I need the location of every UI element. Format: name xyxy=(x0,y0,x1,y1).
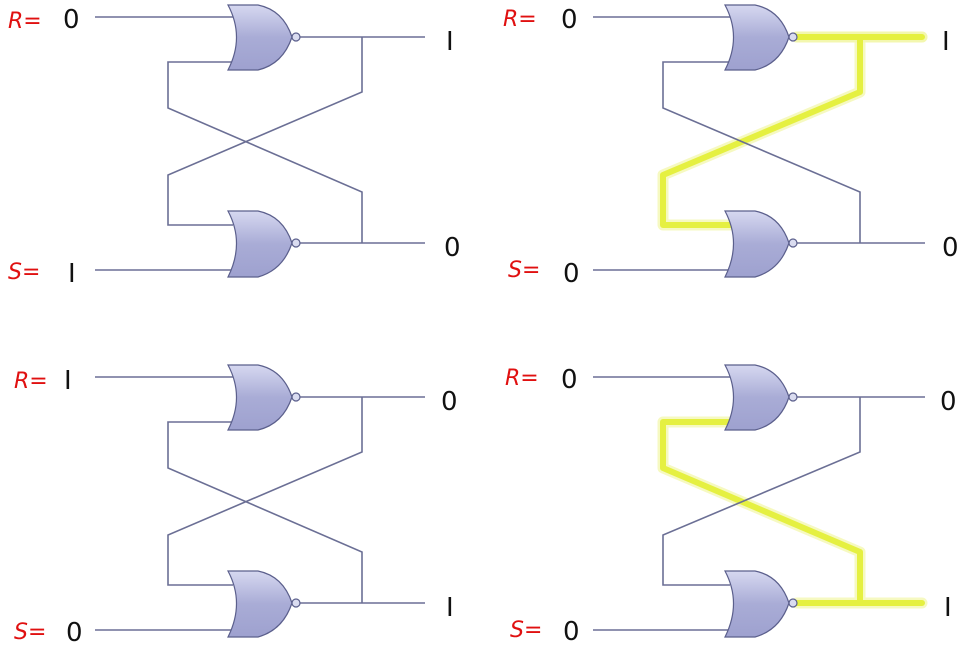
r-label: R= xyxy=(505,366,539,391)
s-label: S= xyxy=(14,620,46,645)
wires xyxy=(95,376,425,631)
q-bottom-value: I xyxy=(944,593,952,623)
panel-1: R= 0 S= I I 0 xyxy=(8,4,461,289)
wires xyxy=(95,16,425,271)
q-bottom-value: I xyxy=(446,593,454,623)
nor-gate-bottom xyxy=(724,210,798,278)
highlight-path xyxy=(657,416,928,609)
q-top-value: I xyxy=(942,27,950,57)
s-value: 0 xyxy=(563,259,580,289)
q-bottom-value: 0 xyxy=(942,233,959,263)
panel-4: R= 0 S= 0 0 I xyxy=(505,364,957,647)
nor-gate-bottom xyxy=(227,570,301,638)
r-label: R= xyxy=(8,9,42,34)
nor-gate-bottom xyxy=(724,570,798,638)
r-label: R= xyxy=(14,369,48,394)
highlight-path xyxy=(657,31,928,231)
r-label: R= xyxy=(503,7,537,32)
s-label: S= xyxy=(508,258,540,283)
r-value: 0 xyxy=(63,5,80,35)
nor-gate-top xyxy=(724,4,798,71)
r-value: I xyxy=(64,366,72,396)
q-bottom-value: 0 xyxy=(444,233,461,263)
nor-gate-top xyxy=(227,364,301,431)
s-value: 0 xyxy=(66,618,83,648)
nor-gate-bottom xyxy=(227,210,301,278)
s-label: S= xyxy=(510,618,542,643)
panel-3: R= I S= 0 0 I xyxy=(14,364,458,648)
nor-gate-top xyxy=(724,364,798,431)
q-top-value: I xyxy=(446,27,454,57)
s-value: 0 xyxy=(563,617,580,647)
q-top-value: 0 xyxy=(441,387,458,417)
s-value: I xyxy=(68,259,76,289)
r-value: 0 xyxy=(561,365,578,395)
r-value: 0 xyxy=(561,5,578,35)
panel-2: R= 0 S= 0 I 0 xyxy=(503,4,959,289)
wires xyxy=(593,376,925,631)
q-top-value: 0 xyxy=(940,387,957,417)
nor-gate-top xyxy=(227,4,301,71)
wires xyxy=(593,16,925,271)
s-label: S= xyxy=(8,260,40,285)
